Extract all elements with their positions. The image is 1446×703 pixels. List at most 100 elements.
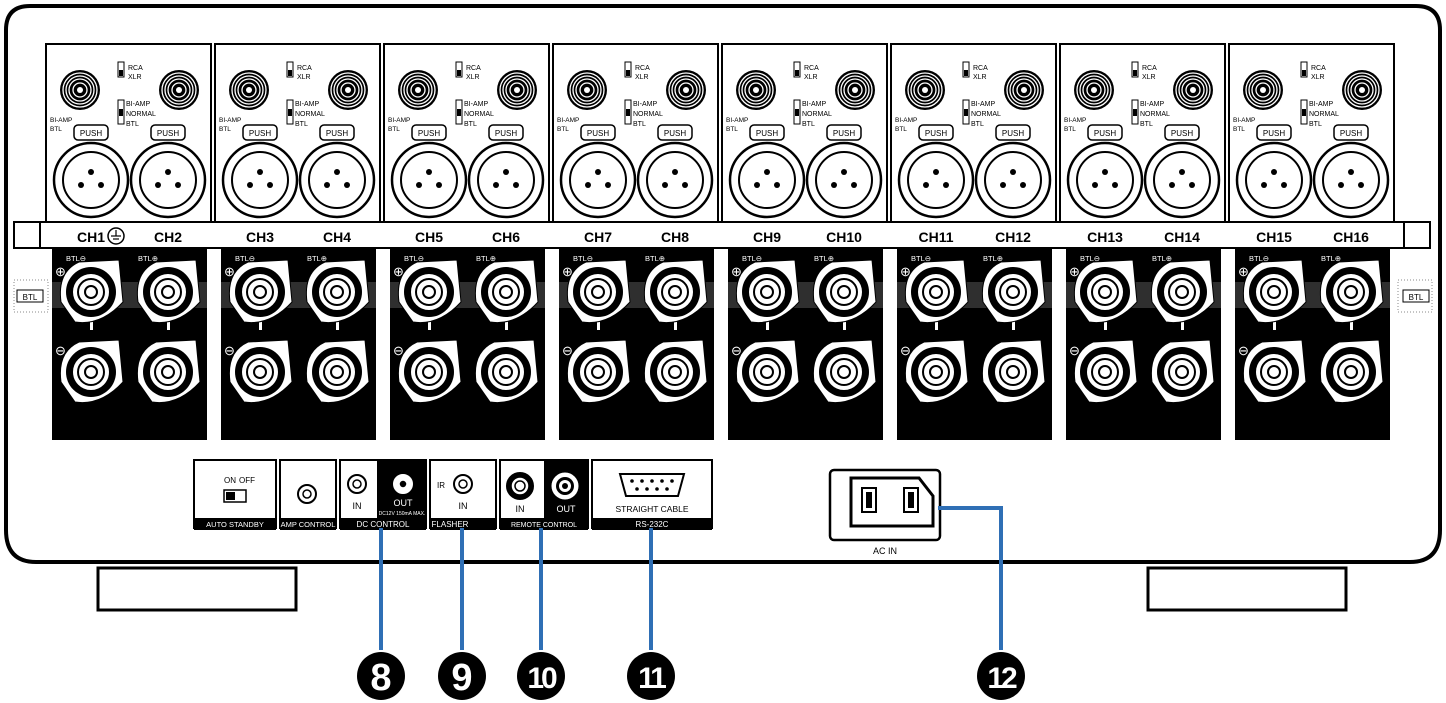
push-latch[interactable] (1256, 124, 1292, 141)
plus-sign: ⊕ (562, 264, 573, 279)
minus-sign: ⊖ (1069, 343, 1080, 358)
dc-control-block: IN OUT DC12V 150mA MAX. DC CONTROL (339, 459, 427, 530)
channel-label: CH3 (246, 229, 274, 245)
push-latch[interactable] (488, 124, 524, 141)
selector-label: RCA (466, 65, 481, 72)
push-latch[interactable] (150, 124, 186, 141)
push-latch[interactable] (319, 124, 355, 141)
side-label: BTL (1233, 126, 1245, 133)
btl-plus-label: BTL⊕ (307, 254, 327, 263)
push-latch[interactable] (1087, 124, 1123, 141)
rca-xlr-switch[interactable] (1300, 61, 1308, 78)
svg-text:AUTO STANDBY: AUTO STANDBY (206, 520, 264, 529)
selector-label: BI-AMP (1140, 101, 1164, 108)
channel-label: CH10 (826, 229, 862, 245)
push-label: PUSH (833, 129, 855, 138)
svg-text:AC IN: AC IN (873, 546, 897, 556)
rs232c-port[interactable] (618, 473, 686, 497)
rca-xlr-switch[interactable] (117, 61, 125, 78)
side-label: BTL (557, 126, 569, 133)
svg-text:9: 9 (451, 657, 472, 699)
selector-label: XLR (297, 74, 311, 81)
push-latch[interactable] (73, 124, 109, 141)
selector-label: NORMAL (464, 111, 494, 118)
rca-xlr-switch[interactable] (286, 61, 294, 78)
push-latch[interactable] (749, 124, 785, 141)
amp-control-block: AMP CONTROL (279, 459, 337, 530)
channel-label: CH13 (1087, 229, 1123, 245)
push-label: PUSH (925, 129, 947, 138)
plus-sign: ⊕ (900, 264, 911, 279)
channel-label: CH14 (1164, 229, 1200, 245)
push-latch[interactable] (657, 124, 693, 141)
selector-label: BTL (295, 121, 308, 128)
minus-sign: ⊖ (562, 343, 573, 358)
rca-xlr-switch[interactable] (793, 61, 801, 78)
channel-label: CH4 (323, 229, 351, 245)
selector-label: NORMAL (1309, 111, 1339, 118)
plus-sign: ⊕ (55, 264, 66, 279)
callout-10: 10 (517, 652, 565, 700)
selector-label: RCA (973, 65, 988, 72)
selector-label: NORMAL (971, 111, 1001, 118)
svg-text:IN: IN (516, 504, 525, 514)
rca-xlr-switch[interactable] (624, 61, 632, 78)
svg-text:ON: ON (224, 476, 236, 485)
rca-xlr-switch[interactable] (1131, 61, 1139, 78)
minus-sign: ⊖ (55, 343, 66, 358)
selector-label: NORMAL (633, 111, 663, 118)
svg-text:12: 12 (987, 662, 1017, 695)
side-label: BI-AMP (388, 117, 410, 124)
selector-label: BTL (633, 121, 646, 128)
selector-label: XLR (1142, 74, 1156, 81)
rca-xlr-switch[interactable] (455, 61, 463, 78)
selector-label: BI-AMP (1309, 101, 1333, 108)
side-label: BI-AMP (1233, 117, 1255, 124)
selector-label: RCA (1311, 65, 1326, 72)
selector-label: RCA (297, 65, 312, 72)
selector-label: RCA (804, 65, 819, 72)
selector-label: BTL (802, 121, 815, 128)
channel-label: CH1 (77, 229, 105, 245)
selector-label: BTL (971, 121, 984, 128)
push-latch[interactable] (826, 124, 862, 141)
plus-sign: ⊕ (731, 264, 742, 279)
selector-label: XLR (973, 74, 987, 81)
selector-label: RCA (128, 65, 143, 72)
selector-label: XLR (128, 74, 142, 81)
push-latch[interactable] (580, 124, 616, 141)
channel-label: CH9 (753, 229, 781, 245)
push-latch[interactable] (1164, 124, 1200, 141)
channel-label-strip (13, 221, 1431, 249)
plus-sign: ⊕ (1069, 264, 1080, 279)
side-label: BI-AMP (726, 117, 748, 124)
right-foot (1146, 566, 1348, 612)
push-latch[interactable] (242, 124, 278, 141)
selector-label: BI-AMP (633, 101, 657, 108)
side-label: BI-AMP (557, 117, 579, 124)
btl-minus-label: BTL⊖ (573, 254, 593, 263)
push-latch[interactable] (1333, 124, 1369, 141)
rca-xlr-switch[interactable] (962, 61, 970, 78)
channel-label: CH12 (995, 229, 1031, 245)
ground-icon (107, 227, 125, 245)
channel-label: CH15 (1256, 229, 1292, 245)
push-label: PUSH (1340, 129, 1362, 138)
btl-minus-label: BTL⊖ (1080, 254, 1100, 263)
push-latch[interactable] (918, 124, 954, 141)
selector-label: BI-AMP (295, 101, 319, 108)
callout-9: 9 (438, 652, 486, 700)
push-latch[interactable] (411, 124, 447, 141)
selector-label: NORMAL (126, 111, 156, 118)
side-label: BTL (219, 126, 231, 133)
btl-minus-label: BTL⊖ (235, 254, 255, 263)
push-latch[interactable] (995, 124, 1031, 141)
selector-label: BTL (464, 121, 477, 128)
side-label: BI-AMP (1064, 117, 1086, 124)
btl-plus-label: BTL⊕ (476, 254, 496, 263)
